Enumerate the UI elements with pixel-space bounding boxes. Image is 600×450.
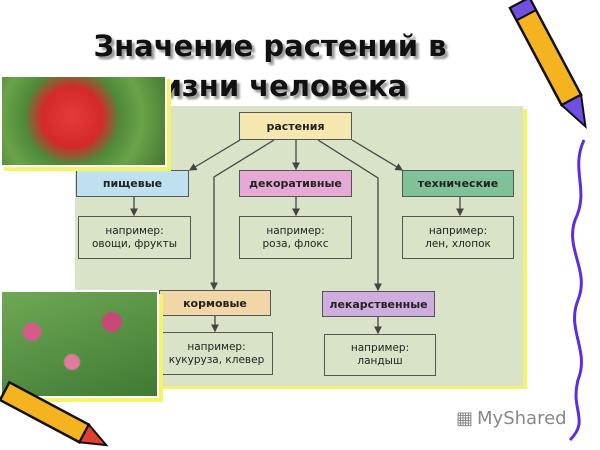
pencil-icon xyxy=(0,380,109,447)
example-technical: например:лен, хлопок xyxy=(402,216,514,259)
example-fodder: например:кукуруза, клевер xyxy=(160,332,273,375)
node-technical: технические xyxy=(402,170,514,197)
arrow xyxy=(210,139,275,291)
flower-photo xyxy=(0,75,167,167)
node-fodder: кормовые xyxy=(159,290,271,316)
example-medicinal: например:ландыш xyxy=(324,334,436,376)
slide-title: Значение растений в жизни человека xyxy=(93,29,447,103)
example-decorative: например:роза, флокс xyxy=(239,216,352,259)
watermark-logo: ▦ MyShared xyxy=(456,408,567,429)
arrow xyxy=(188,139,241,171)
pencil-icon xyxy=(508,0,587,130)
example-food: например:овощи, фрукты xyxy=(78,216,191,259)
presentation-icon: ▦ xyxy=(456,408,474,429)
node-medicinal: лекарственные xyxy=(322,291,435,317)
node-root: растения xyxy=(239,112,352,140)
squiggle-line xyxy=(568,139,586,442)
node-decorative: декоративные xyxy=(239,170,352,197)
arrow xyxy=(317,139,382,292)
clover-photo xyxy=(0,290,159,398)
arrow xyxy=(351,139,404,171)
node-food: пищевые xyxy=(76,170,189,197)
